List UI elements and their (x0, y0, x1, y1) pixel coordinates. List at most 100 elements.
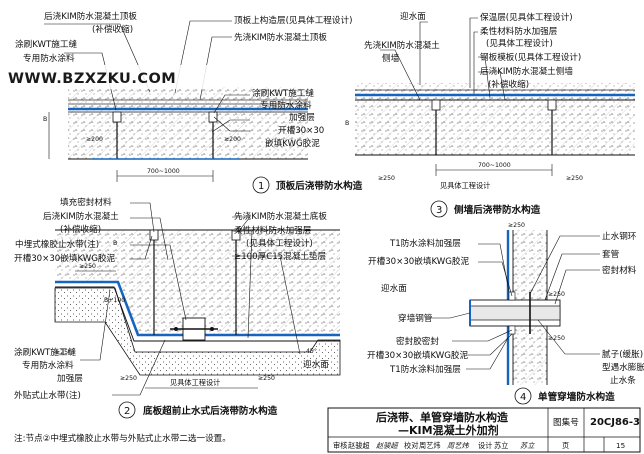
leader-line (130, 202, 155, 233)
detail-1-number-circle (252, 176, 270, 194)
dim-250-b: ≥250 (548, 291, 565, 298)
label-putty3: 止水条 (610, 374, 636, 386)
title-block-frame (327, 407, 641, 453)
label-water-face: 迎水面 (303, 358, 329, 370)
see-eng-text: 见具体工程设计 (170, 378, 220, 387)
leader-line (478, 71, 506, 101)
groove-kwg-left (112, 111, 122, 123)
watermark-text: WWW.BZXZKU.COM (8, 71, 176, 87)
dim-250-a: ≥250 (508, 222, 525, 229)
reviewer-name: 赵骏超 (348, 441, 370, 450)
label-kwt-b-2: 专用防水涂料 (260, 99, 312, 111)
label-post-pour-roof: 后浇KIM防水混凝土顶板 (44, 10, 137, 22)
label-sleeve: 套管 (602, 248, 620, 260)
label-kwt-2: 专用防水涂料 (23, 52, 75, 64)
detail-1-roof-slab: 700~1000 ≥200 ≥200 B 后浇KIM防水混凝土顶板 (补偿收缩)… (15, 10, 363, 194)
label-see-design: (见具体工程设计) (486, 37, 553, 49)
leader-line (130, 235, 153, 260)
dim-right-text: ≥200 (224, 136, 241, 143)
label-kwt-1: 涂刷KWT施工缝 (14, 346, 76, 358)
label-pipe: 穿墙钢管 (398, 312, 433, 324)
label-reinforce: 加强层 (57, 373, 83, 384)
leader-line (537, 319, 600, 355)
c15-cushion (54, 287, 341, 376)
label-first-pour-2: 侧墙 (382, 52, 400, 64)
base-membrane (55, 280, 340, 337)
leader-line (529, 235, 600, 295)
label-kwt-b-1: 涂刷KWT施工缝 (252, 87, 314, 99)
leader-line (478, 261, 513, 297)
sheet-title-line2: —KIM混凝土外加剂 (398, 423, 499, 437)
label-kwt-1: 涂刷KWT施工缝 (15, 38, 77, 50)
page-label: 页 (562, 441, 569, 450)
leader-line (544, 253, 600, 301)
label-filler: 填充密封材料 (60, 196, 112, 208)
dim-left-text: ≥250 (378, 175, 395, 182)
label-insulation: 保温层(见具体工程设计) (480, 11, 573, 23)
dim-right-text: ≥250 (566, 175, 583, 182)
dim-250-d: ≥250 (258, 375, 275, 382)
dim-250-c: ≥250 (548, 335, 565, 342)
check-sign: 周艺炜 (447, 441, 469, 450)
label-first-pour: 先浇KIM防水混凝土底板 (234, 210, 327, 222)
leader-line (232, 255, 301, 355)
design-sign: 苏立 (520, 441, 535, 450)
base-groove-right (231, 229, 241, 241)
leader-line (130, 217, 169, 261)
detail-2-base-slab: ≥250 ≥250 ≥250 ≥250 B B+100 见具体工程设计 迎水面 … (14, 196, 341, 419)
leader-line (232, 230, 253, 339)
label-cushion: ≥100厚C15混凝土垫层 (234, 250, 327, 262)
detail-3-caption: 侧墙后浇带防水构造 (454, 204, 541, 216)
label-seal: 密封材料 (602, 264, 637, 276)
detail-2-number: 2 (124, 406, 130, 417)
detail-3-side-wall: 700~1000 ≥250 ≥250 见具体工程设计 B 迎水面 保温层(见具体… (345, 10, 635, 218)
atlas-label: 图集号 (553, 416, 579, 428)
dim-b2: B (113, 240, 117, 247)
label-steel-mesh: 钢板模板(见具体工程设计) (480, 51, 581, 63)
review-sign: 赵骏超 (376, 441, 399, 450)
dim-b-text: B (345, 120, 349, 127)
label-compensate: (补偿收缩) (60, 223, 101, 235)
label-groove-kwg: 开槽30×30嵌填KWG胶泥 (14, 252, 116, 264)
label-roof-add: 顶板上构造层(见具体工程设计) (234, 14, 352, 26)
leader-line (466, 337, 509, 370)
dim-span-text: 700~1000 (478, 162, 511, 169)
page-number: 15 (616, 441, 625, 450)
label-putty2: 型遇水膨胀 (602, 361, 644, 373)
checker-name: 周艺炜 (419, 441, 441, 450)
label-waterstop-ring: 止水钢环 (602, 230, 637, 242)
leader-line (478, 243, 510, 293)
label-see-design: (见具体工程设计) (246, 237, 313, 249)
dim-left-text: ≥200 (86, 136, 103, 143)
label-groove-kwg-b: 开槽30×30嵌填KWG胶泥 (367, 349, 469, 361)
leader-line (380, 49, 421, 101)
label-reinforce: 加强层 (289, 112, 315, 123)
leader-line (554, 269, 600, 305)
dim-b3: B+100 (104, 297, 125, 304)
leader-line (211, 119, 250, 133)
label-seal-paste: 密封胶密封 (396, 335, 439, 347)
see-eng-text: 见具体工程设计 (440, 181, 490, 190)
dim-250-a: ≥250 (79, 263, 96, 270)
dim-250-b: ≥250 (55, 349, 72, 356)
leader-line (64, 52, 117, 111)
label-t1: T1防水涂料加强层 (389, 237, 461, 249)
watermark-bg (0, 65, 210, 89)
detail-4-number: 4 (520, 392, 526, 403)
label-groove: 开槽30×30 (278, 124, 324, 136)
label-first-pour-1: 先浇KIM防水混凝土 (364, 39, 440, 51)
detail-4-pipe-wall: T1防水涂料加强层 开槽30×30嵌填KWG胶泥 止水钢环 套管 密封材料 迎水… (367, 222, 644, 405)
leader-line (469, 17, 478, 88)
designer-name: 苏立 (494, 441, 508, 450)
design-label: 设计 (478, 441, 492, 450)
label-flex-coat: 柔性材料防水加强层 (480, 25, 558, 37)
waterstop-bulb (174, 327, 178, 331)
leader-line (130, 244, 187, 321)
label-compensate: (补偿收缩) (488, 78, 529, 90)
label-waterstop: 中埋式橡胶止水带(注) (15, 238, 99, 250)
leader-line (473, 31, 478, 94)
through-pipe (469, 305, 561, 321)
sheet-title-line1: 后浇带、单管穿墙防水构造 (376, 410, 509, 424)
title-block: 后浇带、单管穿墙防水构造 —KIM混凝土外加剂 图集号 20CJ86-3 审核 … (327, 407, 641, 453)
detail-3-number-circle (430, 200, 448, 218)
